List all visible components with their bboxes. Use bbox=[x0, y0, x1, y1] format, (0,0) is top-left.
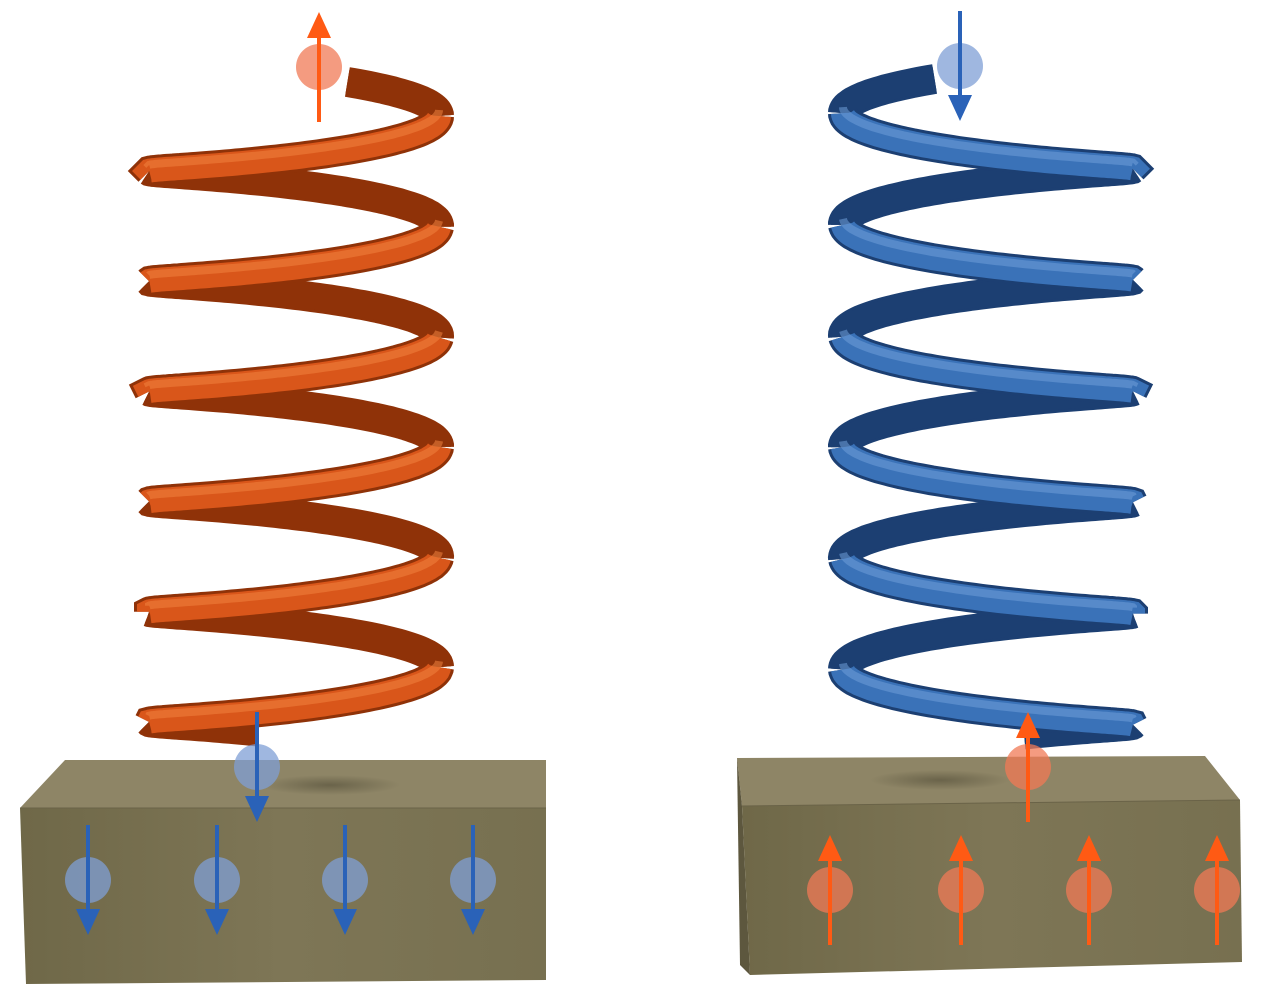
right-substrate-spin-2 bbox=[938, 835, 984, 945]
helix-tube-highlight bbox=[839, 552, 1137, 612]
helix-tube-front bbox=[132, 333, 451, 403]
spin-arrow-up-icon bbox=[307, 12, 331, 38]
right-substrate-spin-3 bbox=[1066, 835, 1112, 945]
left-block-front bbox=[20, 808, 546, 984]
right-substrate-spin-1 bbox=[807, 835, 853, 945]
helix-tube-highlight bbox=[143, 330, 443, 389]
left-bottom-spin bbox=[234, 712, 280, 822]
left-substrate-spin-2 bbox=[194, 825, 240, 935]
right-blue-helix bbox=[827, 64, 1155, 750]
helix-tube-front bbox=[831, 443, 1144, 514]
helix-tube-highlight bbox=[146, 219, 443, 279]
helix-tube-front bbox=[140, 443, 451, 514]
helix-tube-front bbox=[140, 223, 451, 293]
helix-tube-front bbox=[831, 555, 1145, 625]
helix-tube-highlight bbox=[146, 440, 443, 500]
spin-arrow-down-icon bbox=[205, 909, 229, 935]
helix-tube-highlight bbox=[839, 662, 1137, 723]
helix-tube-highlight bbox=[839, 218, 1136, 278]
left-panel bbox=[20, 12, 546, 984]
helix-tube-highlight bbox=[143, 109, 443, 169]
helix-tube-back bbox=[345, 70, 451, 119]
helix-tube-front bbox=[831, 666, 1144, 737]
helix-tube-highlight bbox=[839, 440, 1137, 500]
spin-arrow-up-icon bbox=[1016, 712, 1040, 738]
right-block-edge bbox=[741, 799, 1241, 807]
helix-tube-front bbox=[137, 553, 451, 624]
spin-arrow-up-icon bbox=[818, 835, 842, 861]
left-top-spin bbox=[296, 12, 342, 122]
spin-arrow-up-icon bbox=[949, 835, 973, 861]
right-top-spin bbox=[937, 11, 983, 121]
left-substrate-spin-1 bbox=[65, 825, 111, 935]
right-bottom-spin bbox=[1005, 712, 1051, 822]
helix-tube-highlight bbox=[839, 106, 1139, 167]
left-substrate-spin-3 bbox=[322, 825, 368, 935]
right-panel bbox=[737, 11, 1242, 975]
left-helix-shadow bbox=[260, 775, 400, 795]
spin-arrow-down-icon bbox=[948, 95, 972, 121]
spin-arrow-up-icon bbox=[1077, 835, 1101, 861]
spin-arrow-down-icon bbox=[76, 909, 100, 935]
left-spin-arrows bbox=[65, 12, 496, 935]
left-substrate-spin-4 bbox=[450, 825, 496, 935]
right-block-side bbox=[737, 758, 750, 975]
spin-arrow-down-icon bbox=[245, 796, 269, 822]
helix-tube-front bbox=[831, 110, 1150, 181]
right-block-front bbox=[742, 800, 1242, 975]
right-spin-arrows bbox=[807, 11, 1240, 945]
helix-tube-front bbox=[132, 112, 451, 183]
right-substrate-spin-4 bbox=[1194, 835, 1240, 945]
left-orange-helix bbox=[127, 67, 455, 747]
helix-tube-highlight bbox=[839, 329, 1139, 389]
right-helix-shadow bbox=[870, 770, 1010, 790]
right-substrate-block bbox=[737, 756, 1242, 975]
helix-tube-front bbox=[831, 332, 1150, 403]
helix-tube-back bbox=[831, 67, 937, 116]
spin-arrow-down-icon bbox=[333, 909, 357, 935]
spin-arrow-up-icon bbox=[1205, 835, 1229, 861]
helix-tube-front bbox=[138, 663, 451, 734]
helix-tube-highlight bbox=[145, 550, 443, 610]
spin-arrow-down-icon bbox=[461, 909, 485, 935]
helix-tube-highlight bbox=[145, 660, 443, 720]
helix-tube-front bbox=[831, 221, 1142, 292]
